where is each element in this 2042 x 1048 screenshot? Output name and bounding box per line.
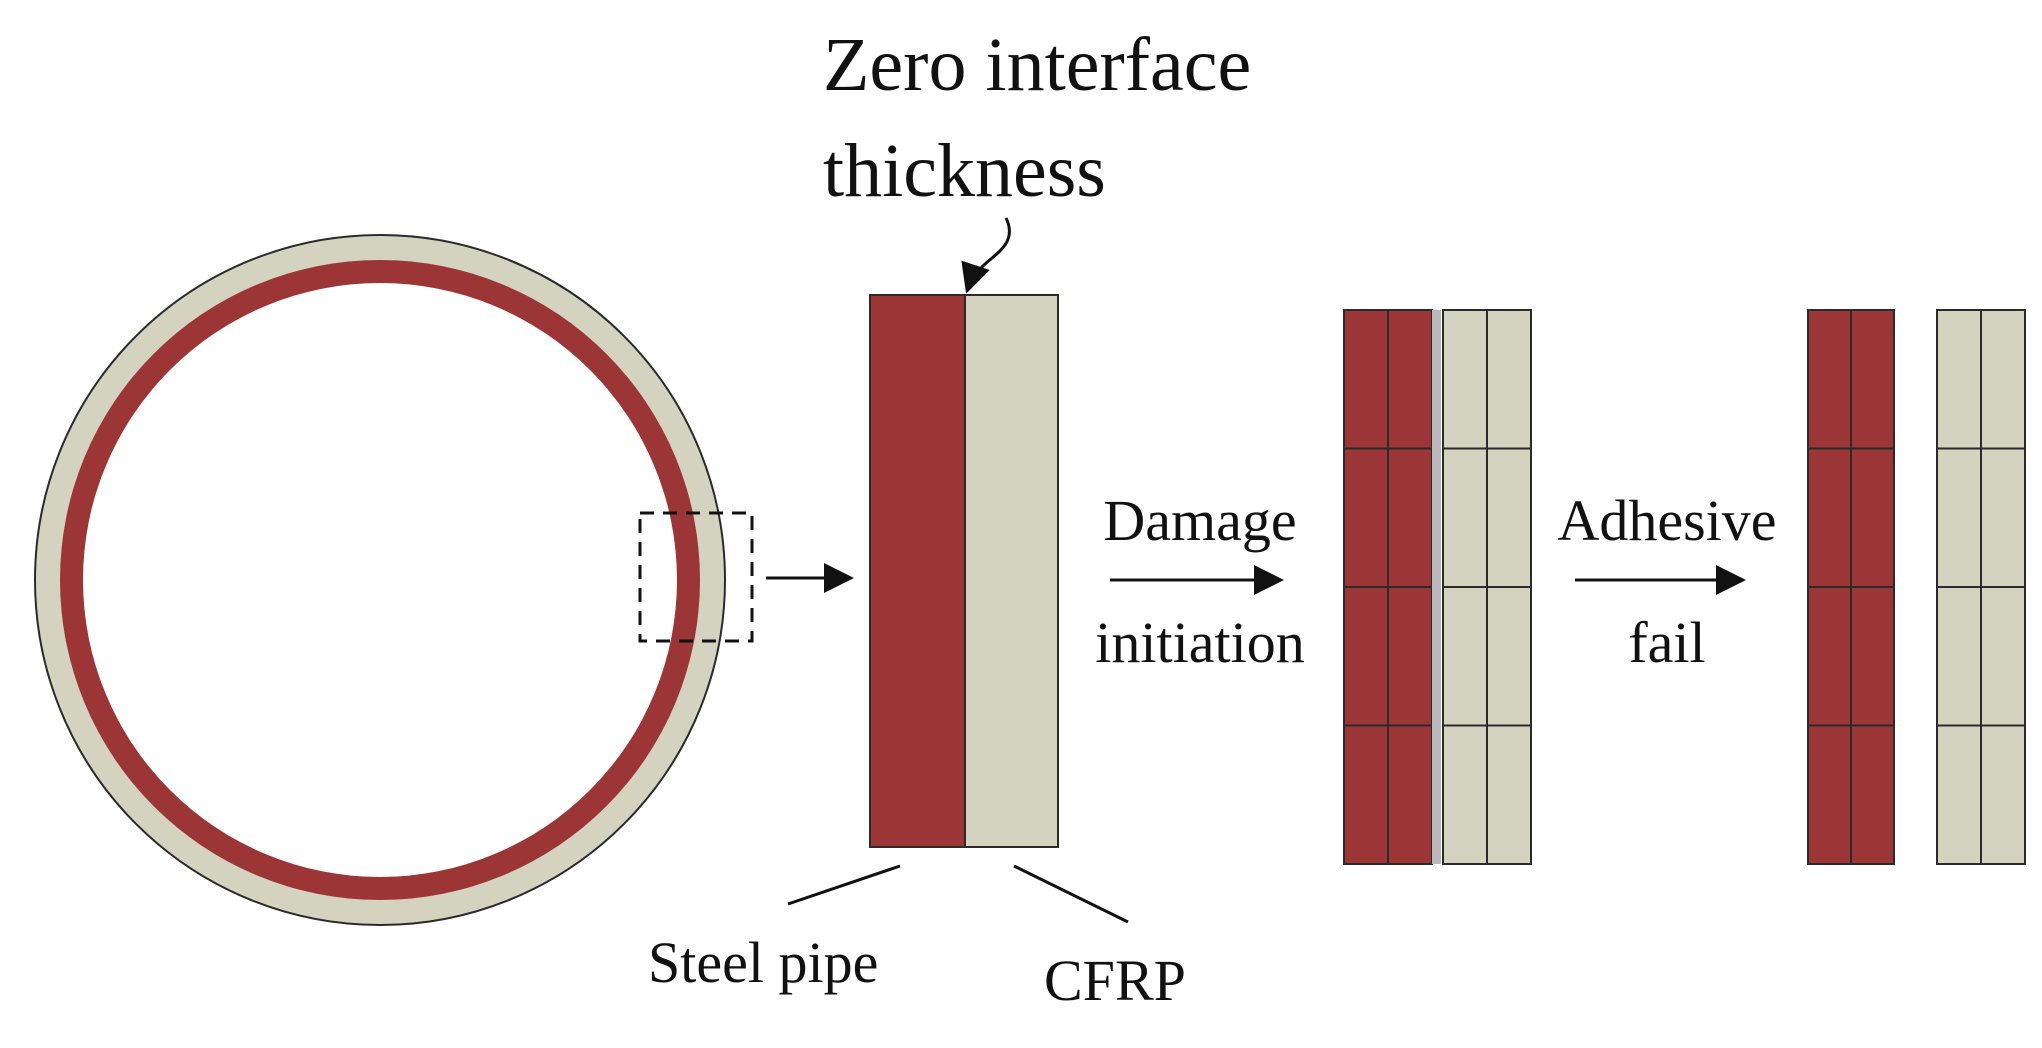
damaged-steel-element: [1387, 724, 1433, 865]
detail-selection-box: [638, 511, 754, 643]
failed-cfrp-layer: [1936, 309, 2026, 865]
adhesive-label-line2: fail: [1628, 610, 1705, 675]
adhesive-label-line1: Adhesive: [1557, 488, 1776, 553]
failed-steel-element: [1807, 586, 1852, 727]
failed-steel-element: [1850, 447, 1895, 588]
damaged-steel-element: [1343, 447, 1389, 588]
failed-cfrp-element: [1936, 586, 1982, 727]
bonded-block: [787, 217, 1129, 924]
pipe-bore: [83, 283, 677, 877]
failed-steel-element: [1807, 447, 1852, 588]
damaged-cfrp-element: [1442, 309, 1488, 450]
failed-steel-element: [1850, 309, 1895, 450]
cfrp-layer: [964, 294, 1059, 848]
damaged-steel-element: [1387, 586, 1433, 727]
steel-pipe-label: Steel pipe: [648, 930, 878, 995]
interface-pointer-arrow: [961, 217, 1011, 294]
interface-label-line2: thickness: [823, 129, 1106, 213]
interface-label-line1: Zero interface: [823, 23, 1251, 107]
failed-steel-layer: [1807, 309, 1895, 865]
damaged-cfrp-element: [1486, 586, 1532, 727]
failed-steel-element: [1807, 309, 1852, 450]
cfrp-label: CFRP: [1044, 948, 1186, 1013]
failed-steel-element: [1807, 724, 1852, 865]
failed-cfrp-element: [1980, 447, 2026, 588]
damaged-cfrp-element: [1486, 724, 1532, 865]
damaged-cfrp-element: [1442, 447, 1488, 588]
failed-cfrp-element: [1936, 309, 1982, 450]
damaged-cfrp-layer: [1442, 309, 1532, 865]
failed-cfrp-element: [1980, 309, 2026, 450]
damaged-cfrp-element: [1486, 309, 1532, 450]
failed-steel-element: [1850, 724, 1895, 865]
damaged-state: [1343, 309, 1532, 865]
damaged-steel-element: [1343, 586, 1389, 727]
damaged-cfrp-element: [1442, 724, 1488, 865]
failed-cfrp-element: [1980, 724, 2026, 865]
cfrp-leader-line: [1013, 864, 1129, 924]
damaged-interface-gap: [1432, 310, 1441, 864]
damage-label-line1: Damage: [1103, 488, 1296, 553]
steel-leader-line: [787, 864, 901, 906]
damaged-steel-element: [1343, 724, 1389, 865]
failed-cfrp-element: [1936, 724, 1982, 865]
damaged-steel-layer: [1343, 309, 1433, 865]
damaged-steel-element: [1343, 309, 1389, 450]
failed-steel-element: [1850, 586, 1895, 727]
damaged-cfrp-element: [1442, 586, 1488, 727]
failed-state: [1807, 309, 2026, 865]
damaged-cfrp-element: [1486, 447, 1532, 588]
steel-layer: [869, 294, 966, 848]
pipe-cross-section: [34, 234, 854, 926]
failed-cfrp-element: [1936, 447, 1982, 588]
damaged-steel-element: [1387, 447, 1433, 588]
damaged-steel-element: [1387, 309, 1433, 450]
damage-label-line2: initiation: [1095, 610, 1304, 675]
failed-cfrp-element: [1980, 586, 2026, 727]
